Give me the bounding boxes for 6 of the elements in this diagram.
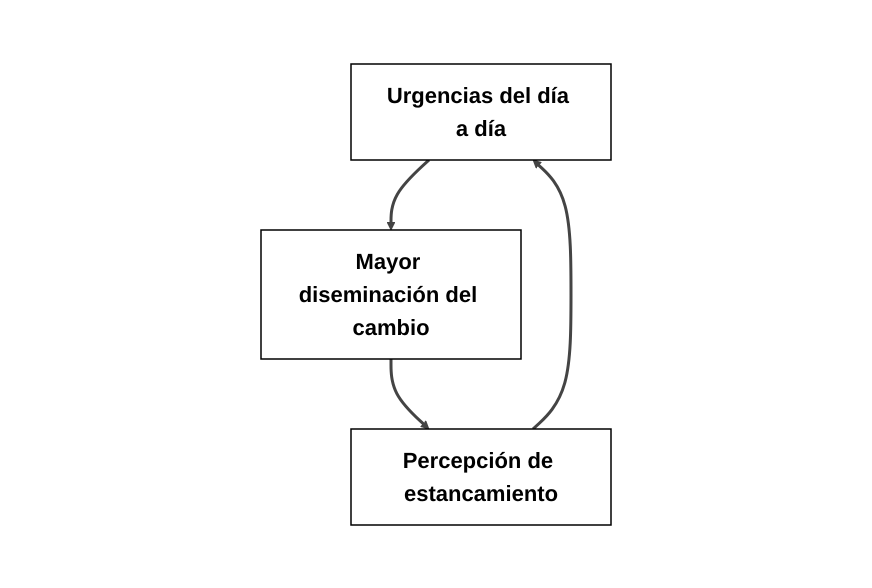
arrow — [390, 358, 430, 429]
node-box: Urgencias del día a día — [350, 62, 612, 160]
node-box: Percepción de estancamiento — [350, 428, 612, 526]
node-box: Mayor diseminación del cambio — [260, 228, 522, 360]
arrow — [532, 159, 572, 430]
arrow — [386, 158, 430, 230]
